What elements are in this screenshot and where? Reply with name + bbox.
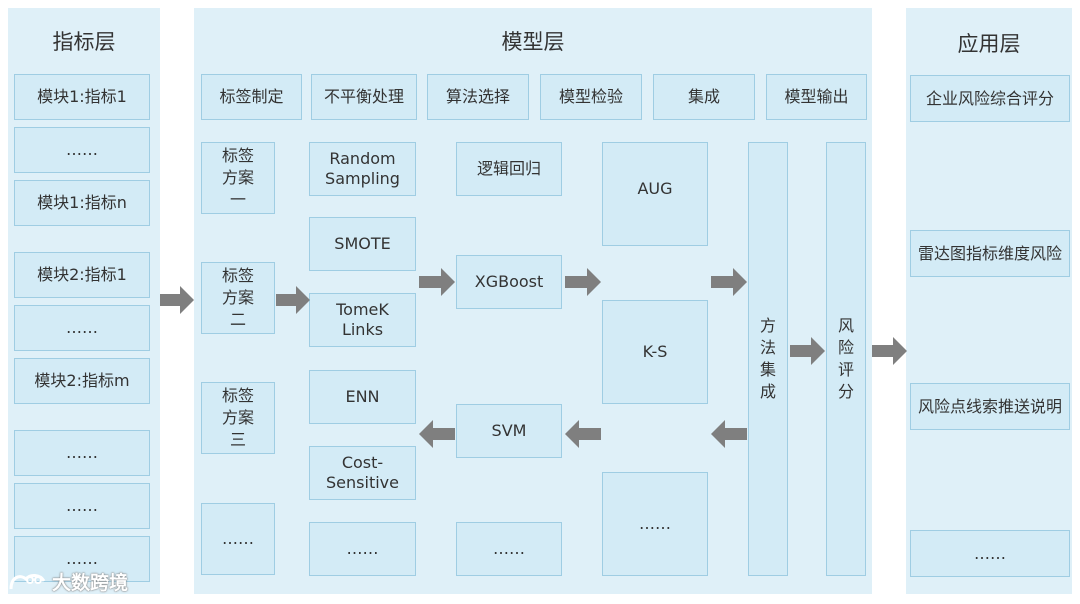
algorithm-svm: SVM [456,404,562,458]
header-ensemble: 集成 [653,74,755,120]
ensemble-char: 集 [759,360,776,379]
watermark: 大数跨境 [8,568,128,595]
app-enterprise-risk-score: 企业风险综合评分 [910,75,1070,122]
validation-more: …… [602,472,708,576]
risk-score-char: 分 [837,382,854,401]
right-arrow-icon [276,286,310,314]
method-random-sampling: Random Sampling [309,142,416,196]
label-scheme-2-line: 方案 [221,288,254,307]
header-imbalance-handling: 不平衡处理 [311,74,417,120]
watermark-logo-icon [9,573,46,589]
right-arrow-icon [872,337,907,365]
label-scheme-3-line: 标签 [221,386,254,405]
label-scheme-3-line: 方案 [221,408,254,427]
label-scheme-more: …… [201,503,275,575]
ensemble-char: 法 [759,338,776,357]
label-scheme-2: 标签 方案 二 [201,262,275,334]
indicator-item: 模块2:指标1 [14,252,150,298]
algorithm-logistic-regression: 逻辑回归 [456,142,562,196]
method-ensemble-column: 方 法 集 成 [748,142,788,576]
indicator-item: 模块2:指标m [14,358,150,404]
risk-score-char: 险 [837,338,854,357]
left-arrow-icon [419,420,455,448]
right-arrow-icon [790,337,825,365]
app-more: …… [910,530,1070,577]
indicator-item: 模块1:指标1 [14,74,150,120]
label-scheme-1-line: 标签 [221,146,254,165]
validation-ks: K-S [602,300,708,404]
model-layer-title: 模型层 [501,30,565,54]
indicator-item: 模块1:指标n [14,180,150,226]
right-arrow-icon [160,286,194,314]
indicator-item: …… [14,430,150,476]
method-tomek-links: TomeK Links [309,293,416,347]
indicator-item: …… [14,483,150,529]
label-scheme-1-line: 方案 [221,168,254,187]
risk-score-char: 评 [837,360,854,379]
header-label-definition: 标签制定 [201,74,302,120]
header-algorithm-selection: 算法选择 [427,74,529,120]
method-smote: SMOTE [309,217,416,271]
label-scheme-2-line: 标签 [221,266,254,285]
left-arrow-icon [711,420,747,448]
label-scheme-3-line: 三 [229,430,246,449]
right-arrow-icon [711,268,747,296]
indicator-item: …… [14,127,150,173]
method-cost-sensitive: Cost- Sensitive [309,446,416,500]
right-arrow-icon [419,268,455,296]
risk-score-column: 风 险 评 分 [826,142,866,576]
label-scheme-1: 标签 方案 一 [201,142,275,214]
right-arrow-icon [565,268,601,296]
algorithm-xgboost: XGBoost [456,255,562,309]
left-arrow-icon [565,420,601,448]
risk-score-char: 风 [837,316,854,335]
indicator-layer-title: 指标层 [52,30,116,54]
watermark-text: 大数跨境 [52,572,129,594]
app-radar-dimension-risk: 雷达图指标维度风险 [910,230,1070,277]
validation-aug: AUG [602,142,708,246]
header-model-output: 模型输出 [766,74,867,120]
app-risk-clue-push: 风险点线索推送说明 [910,383,1070,430]
algorithm-more: …… [456,522,562,576]
ensemble-char: 成 [759,382,776,401]
method-enn: ENN [309,370,416,424]
application-layer-title: 应用层 [957,32,1021,56]
header-model-validation: 模型检验 [540,74,642,120]
label-scheme-3: 标签 方案 三 [201,382,275,454]
label-scheme-2-line: 二 [229,310,246,329]
label-scheme-1-line: 一 [229,190,246,209]
indicator-item: …… [14,305,150,351]
method-more: …… [309,522,416,576]
ensemble-char: 方 [759,316,776,335]
